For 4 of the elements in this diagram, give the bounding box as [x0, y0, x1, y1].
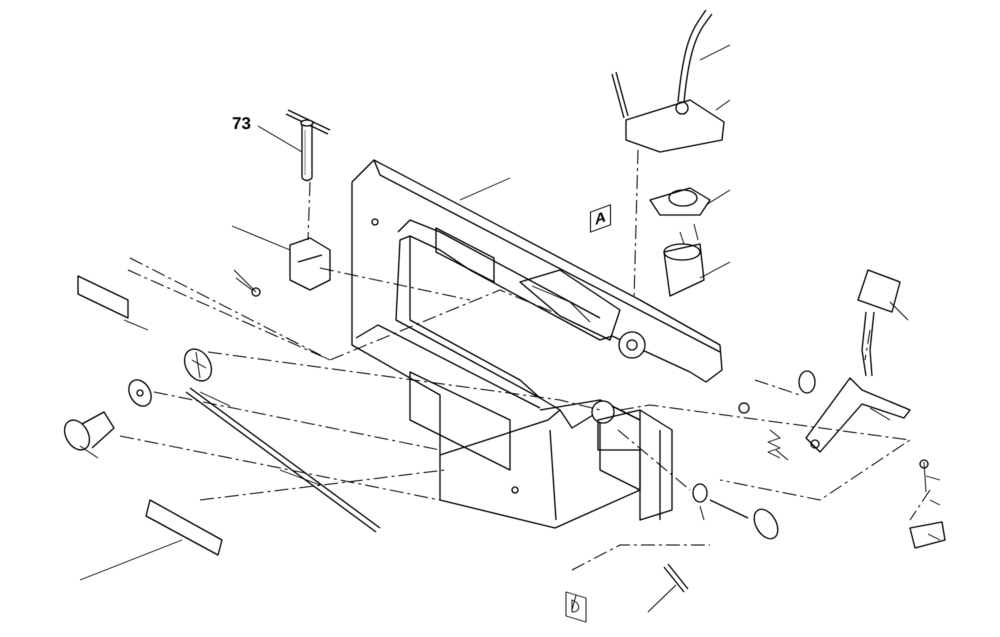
- reference-letter-box: A: [590, 204, 611, 233]
- callout-number: 73: [232, 114, 251, 134]
- leader-line: [258, 126, 302, 152]
- t-handle-drawing: [285, 109, 331, 182]
